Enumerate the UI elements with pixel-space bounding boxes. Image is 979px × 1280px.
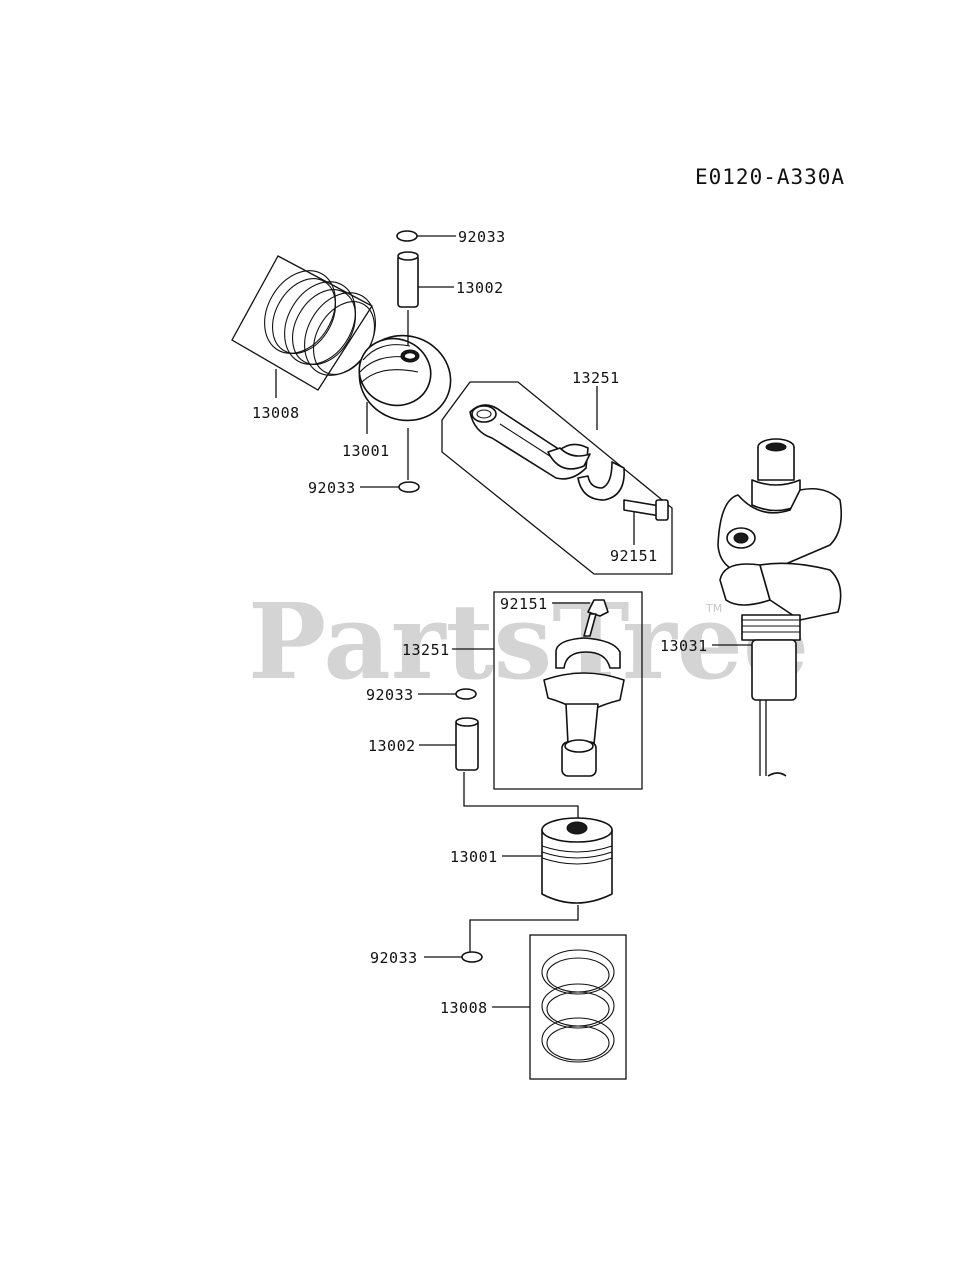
snap-ring-upper-top[interactable] bbox=[396, 230, 418, 242]
snap-ring-lower-top[interactable] bbox=[455, 688, 477, 700]
leader-lines bbox=[275, 235, 752, 1008]
label-13002-lower[interactable]: 13002 bbox=[368, 737, 416, 755]
label-92033-top[interactable]: 92033 bbox=[458, 228, 506, 246]
label-13251-lower[interactable]: 13251 bbox=[402, 641, 450, 659]
piston-pin-upper[interactable] bbox=[397, 251, 419, 308]
label-13001-top[interactable]: 13001 bbox=[342, 442, 390, 460]
label-13031[interactable]: 13031 bbox=[660, 637, 708, 655]
connecting-rod-upper[interactable] bbox=[441, 381, 673, 575]
diagram-code: E0120-A330A bbox=[695, 165, 845, 189]
piston-lower[interactable] bbox=[541, 817, 613, 904]
snap-ring-lower-bottom[interactable] bbox=[461, 951, 483, 963]
leader-piston-to-ring bbox=[469, 905, 579, 952]
label-92151-upper[interactable]: 92151 bbox=[610, 547, 658, 565]
label-13251-upper[interactable]: 13251 bbox=[572, 369, 620, 387]
label-92033-lower[interactable]: 92033 bbox=[366, 686, 414, 704]
snap-ring-upper-bottom[interactable] bbox=[398, 481, 420, 493]
watermark-text: PartsTree bbox=[248, 580, 809, 703]
label-92151-lower[interactable]: 92151 bbox=[500, 595, 548, 613]
crankshaft[interactable] bbox=[717, 438, 843, 777]
label-13002-top[interactable]: 13002 bbox=[456, 279, 504, 297]
watermark: PartsTree TM bbox=[248, 580, 809, 703]
connecting-rod-lower[interactable] bbox=[493, 591, 643, 790]
leader-pin-to-piston bbox=[463, 772, 579, 822]
piston-rings-lower[interactable] bbox=[529, 934, 627, 1080]
piston-upper[interactable] bbox=[347, 323, 462, 433]
part-labels: 92033 13002 13008 13001 92033 13251 9215… bbox=[252, 228, 708, 1017]
label-13001-lower[interactable]: 13001 bbox=[450, 848, 498, 866]
label-13008-lower[interactable]: 13008 bbox=[440, 999, 488, 1017]
piston-pin-lower[interactable] bbox=[455, 717, 479, 771]
label-92033-bottom[interactable]: 92033 bbox=[370, 949, 418, 967]
label-92033-mid[interactable]: 92033 bbox=[308, 479, 356, 497]
watermark-trademark: TM bbox=[705, 602, 722, 615]
label-13008-top[interactable]: 13008 bbox=[252, 404, 300, 422]
